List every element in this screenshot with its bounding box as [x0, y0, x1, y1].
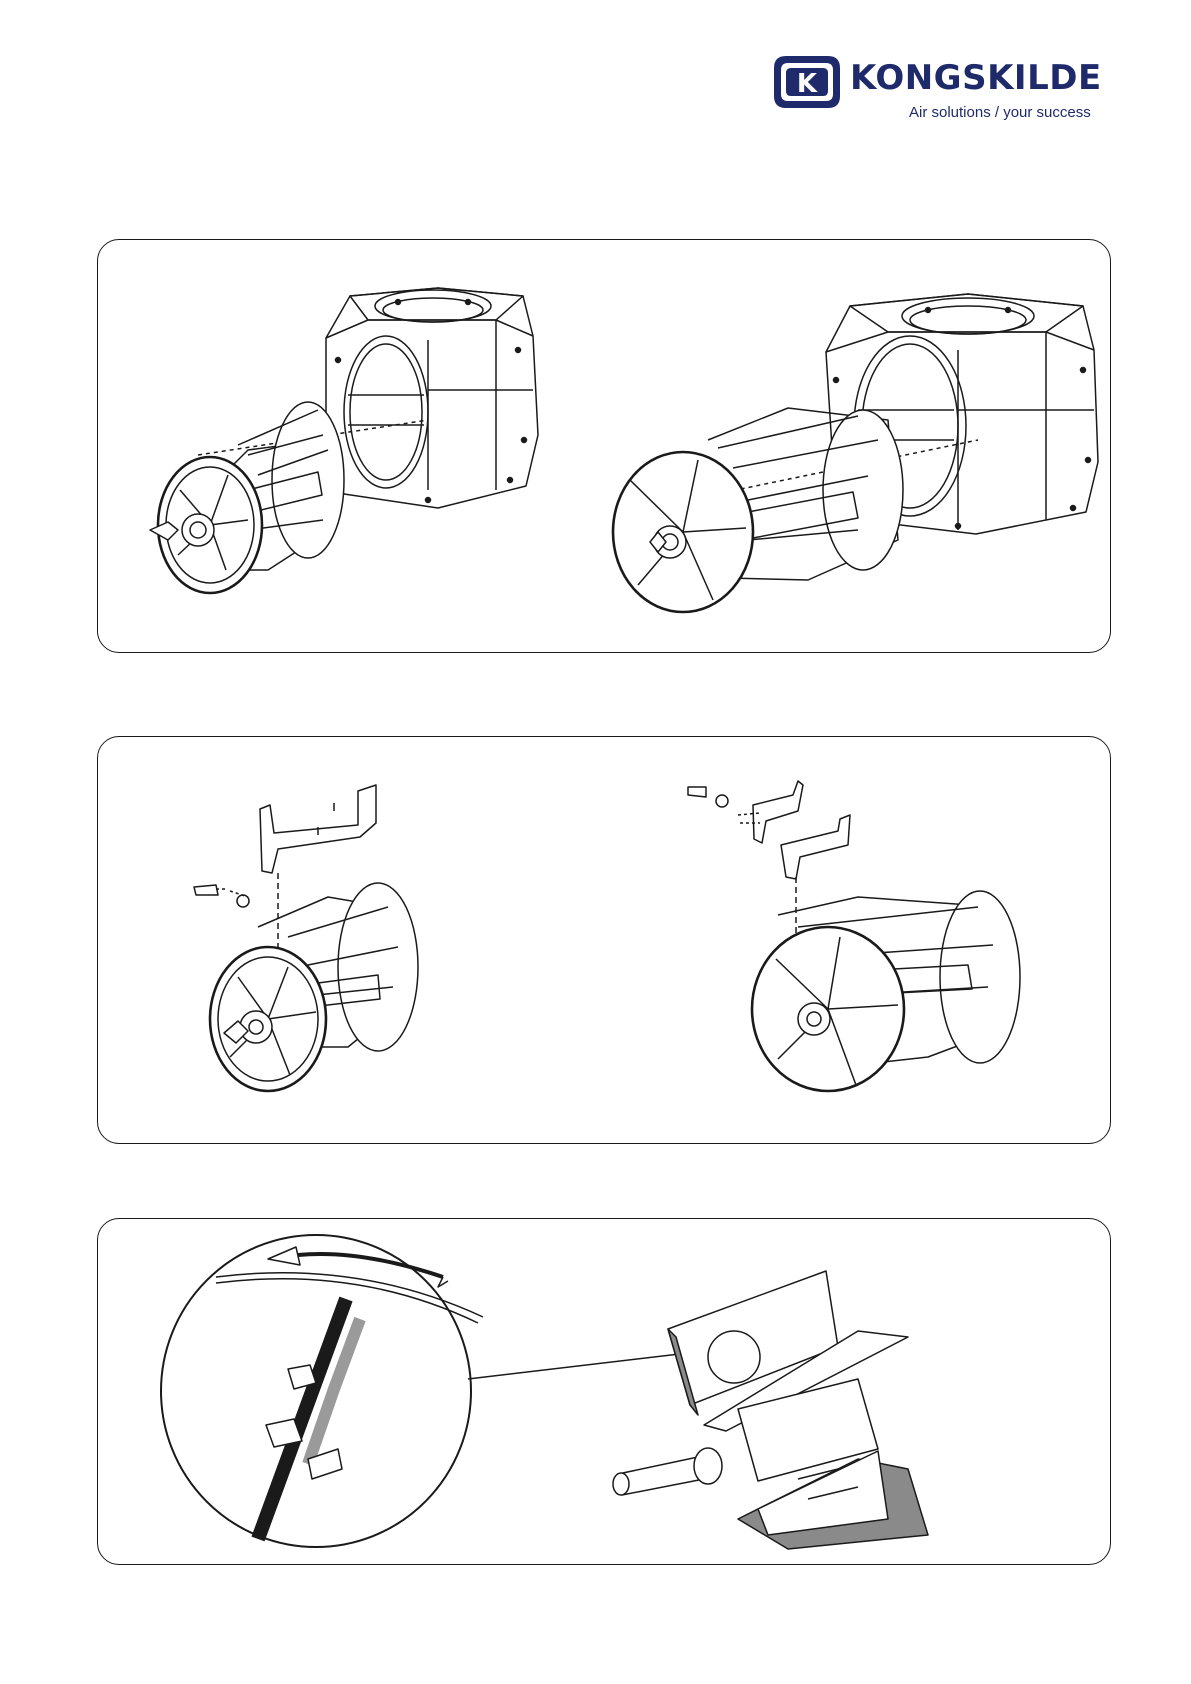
brand-name: KONGSKILDE [850, 58, 1102, 98]
rotor-blade-closeup [613, 1271, 928, 1549]
logo-k-badge: K [772, 54, 842, 110]
small-rotor [150, 402, 428, 593]
small-blade-tip-assembly [194, 785, 418, 1091]
blade-detail-panel [97, 1218, 1111, 1565]
tagline: Air solutions / your success [909, 104, 1091, 121]
large-rotor [613, 408, 978, 612]
blade-tip-panel [97, 736, 1111, 1144]
large-blade-tip-assembly [688, 781, 1020, 1091]
detail-magnifier-circle [161, 1235, 688, 1547]
small-valve-housing [326, 288, 538, 508]
rotor-removal-panel [97, 239, 1111, 653]
kongskilde-logo: K KONGSKILDE Air solutions / your succes… [772, 54, 1112, 126]
logo-letter: K [797, 69, 818, 99]
